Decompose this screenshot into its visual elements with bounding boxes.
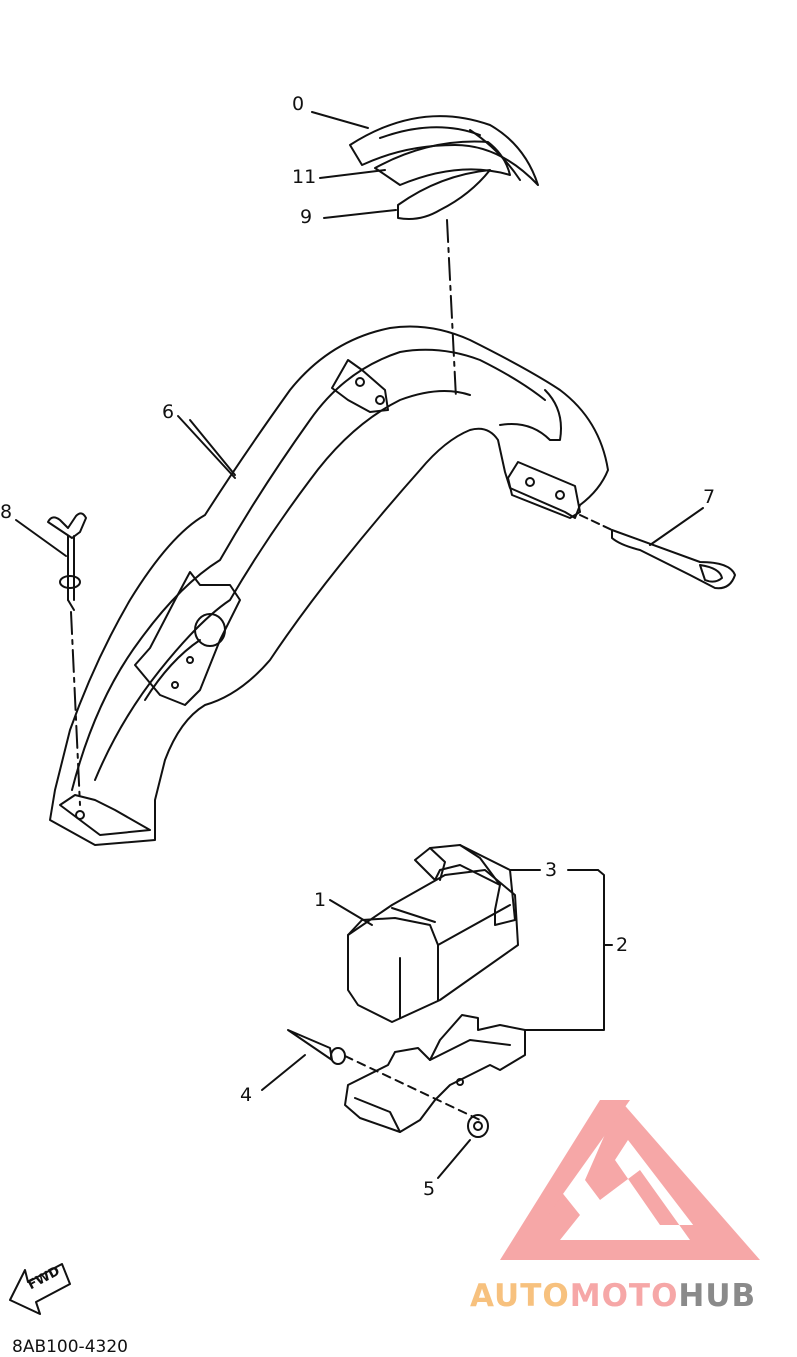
part-3-strap — [414, 844, 516, 926]
part-0-decal — [349, 115, 539, 186]
part-code: 8AB100-4320 — [12, 1337, 128, 1357]
part-9-pad — [397, 169, 491, 220]
part-11-pad — [374, 140, 511, 186]
part-2-battery-tray — [344, 1014, 526, 1133]
callout-4: 4 — [240, 1084, 253, 1106]
part-7-rod — [579, 514, 736, 590]
callout-11: 11 — [292, 166, 317, 188]
part-1-battery — [347, 869, 519, 1023]
watermark-auto: AUTO — [470, 1278, 570, 1314]
part-8-wing-bolt — [47, 512, 87, 806]
callout-7: 7 — [703, 486, 716, 508]
callout-0: 0 — [292, 93, 305, 115]
part-4-screw — [287, 1029, 481, 1121]
fwd-arrow-icon — [9, 1263, 71, 1315]
callout-1: 1 — [314, 889, 327, 911]
automotohub-logo-icon — [500, 1100, 760, 1260]
callout-2: 2 — [616, 934, 629, 956]
callout-5: 5 — [423, 1178, 436, 1200]
part-5-nut — [467, 1114, 489, 1138]
automotohub-watermark: AUTOMOTOHUB — [470, 1278, 756, 1314]
callout-3: 3 — [545, 859, 558, 881]
callout-6: 6 — [162, 401, 175, 423]
watermark-hub: HUB — [678, 1278, 757, 1314]
watermark-moto: MOTO — [569, 1278, 679, 1314]
callout-9: 9 — [300, 206, 313, 228]
callout-8: 8 — [0, 501, 13, 523]
part-6-rear-fender — [49, 325, 609, 846]
